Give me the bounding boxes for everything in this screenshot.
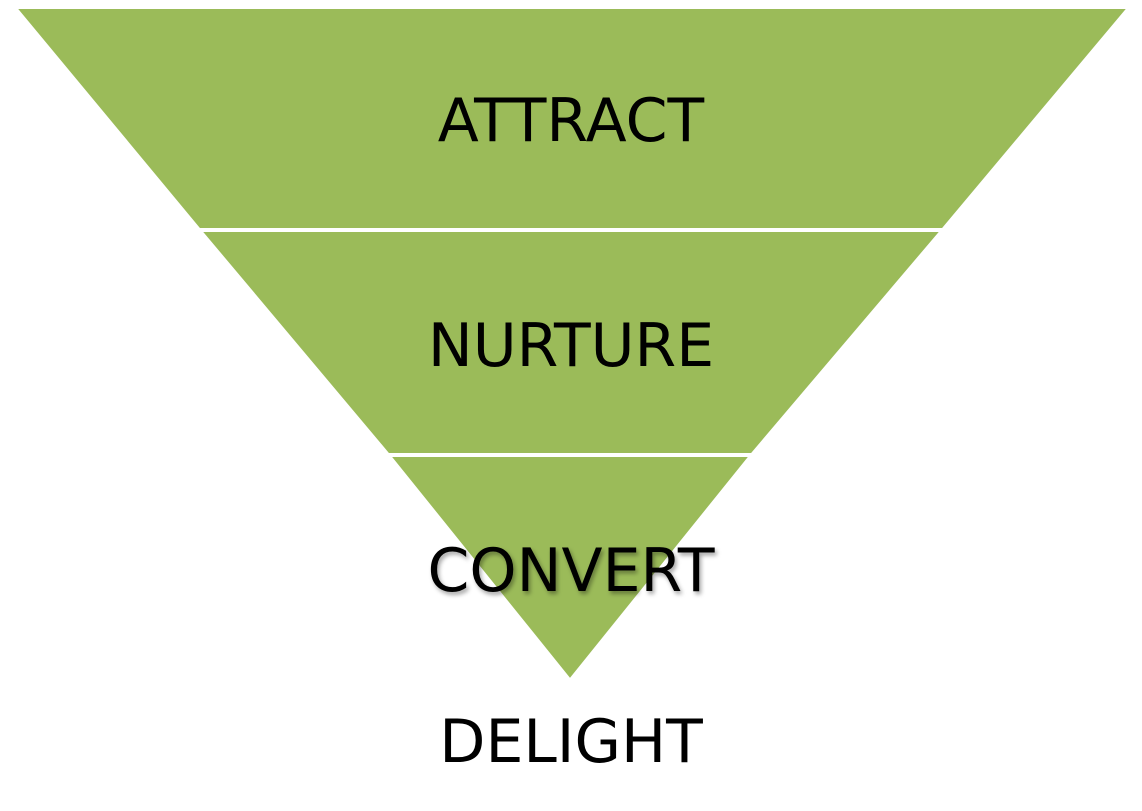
footer-label-delight: DELIGHT [439, 707, 703, 777]
stage-label-nurture: NURTURE [428, 311, 714, 381]
funnel-band-convert [383, 453, 757, 685]
stage-label-attract: ATTRACT [438, 86, 705, 156]
stage-label-convert: CONVERT [428, 536, 715, 606]
